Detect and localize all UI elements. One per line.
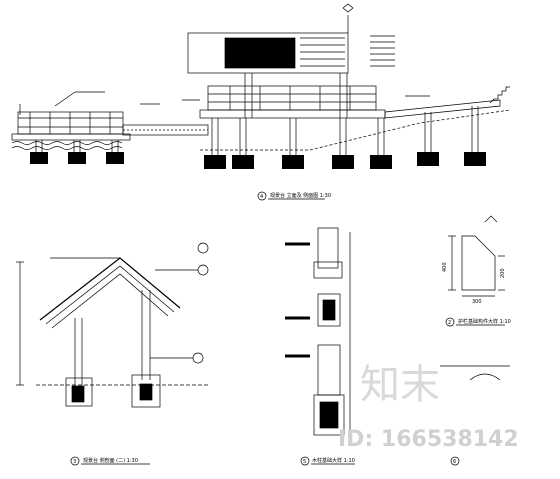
- watermark-logo: 知末: [360, 362, 440, 408]
- column-detail-view: [285, 227, 355, 466]
- column-mark: 5: [303, 459, 306, 465]
- small-detail-view: [440, 365, 510, 466]
- elevation-view: [11, 3, 511, 201]
- bracket-mark: 2: [448, 320, 451, 326]
- bracket-height-dim: 400: [442, 262, 448, 272]
- small-detail-mark: 6: [453, 459, 456, 465]
- bracket-detail-view: [445, 215, 505, 327]
- section-view: [16, 242, 210, 466]
- watermark-id: ID: 166538142: [338, 427, 519, 452]
- elevation-mark: 4: [260, 194, 263, 200]
- section-mark: 3: [73, 459, 76, 465]
- bracket-inner-dim: 200: [500, 268, 506, 278]
- section-caption: 观景台 侧剖面 (二) 1:30: [83, 457, 138, 464]
- column-caption: 木柱基础大样 1:10: [312, 457, 355, 464]
- elevation-caption: 观景台 立面及 侧面图 1:30: [270, 192, 331, 199]
- bracket-caption: 护栏基础构件大样 1:10: [458, 318, 511, 325]
- bracket-width-dim: 300: [472, 299, 482, 305]
